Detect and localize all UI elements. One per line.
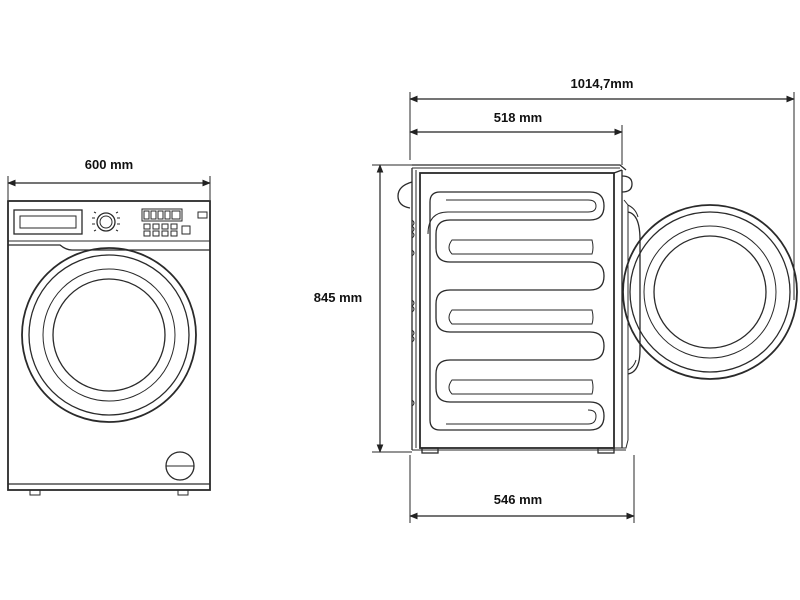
program-knob: [96, 212, 116, 232]
front-door-outer: [21, 247, 197, 423]
front-width-label: 600 mm: [85, 157, 133, 172]
side-view: 1014,7mm 518 mm 845 mm 546 mm: [314, 76, 798, 523]
front-view: 600 mm: [7, 157, 211, 496]
open-door-outer: [622, 204, 798, 380]
open-door-glass: [653, 235, 767, 349]
front-door-glass: [52, 278, 166, 392]
base-depth-label: 546 mm: [494, 492, 542, 507]
body-depth-label: 518 mm: [494, 110, 542, 125]
side-cabinet: [419, 172, 615, 449]
total-depth-label: 1014,7mm: [571, 76, 634, 91]
hose-hook: [397, 181, 413, 209]
display-panel: [141, 208, 183, 222]
side-rib-pattern: [429, 191, 605, 431]
height-label: 845 mm: [314, 290, 362, 305]
front-cabinet: [7, 200, 211, 491]
detergent-drawer: [13, 209, 83, 235]
